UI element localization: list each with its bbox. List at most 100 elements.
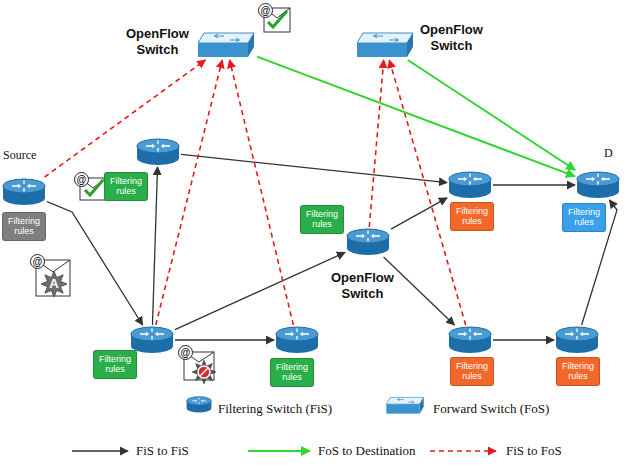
filtering-switch: Filtering rules xyxy=(448,171,492,199)
filtering-switch: Filtering rulesOpenFlow Switch xyxy=(346,228,390,256)
filtering-switch: Filtering rules xyxy=(130,326,174,354)
fis-to-fis-arrow xyxy=(384,257,455,325)
switch-arrows xyxy=(214,34,240,42)
router-arrows xyxy=(586,174,610,185)
prohibited-bar xyxy=(200,368,208,376)
legend-sample xyxy=(386,397,423,413)
attack-burst xyxy=(41,271,67,297)
router-arrows xyxy=(458,329,482,340)
legend-text: Filtering Switch (FiS) xyxy=(218,401,332,416)
switch-front xyxy=(357,43,407,57)
fos-to-destination-arrow xyxy=(408,60,575,170)
legend-text: FoS to Destination xyxy=(318,443,416,458)
router-icon xyxy=(448,171,492,199)
router-arrows xyxy=(356,231,380,242)
filter-rules-box: Filtering rules xyxy=(450,357,494,386)
router-arrows xyxy=(146,141,170,152)
router-top xyxy=(449,327,491,341)
switch-front xyxy=(198,43,248,57)
fis-to-fis-arrow xyxy=(493,339,554,340)
legend-text: FiS to FoS xyxy=(506,443,562,458)
switch-front xyxy=(386,404,419,414)
router-icon xyxy=(346,228,390,256)
router-top xyxy=(131,327,173,341)
email-at-sign: @ xyxy=(178,345,193,360)
router-icon xyxy=(555,326,599,354)
router-top xyxy=(556,327,598,341)
router-arrows xyxy=(285,329,309,340)
email-at-sign: @ xyxy=(30,254,45,269)
filter-rules-box: Filtering rules xyxy=(270,358,314,387)
fis-to-fos-arrow xyxy=(230,60,294,325)
filter-rules-box: Filtering rules xyxy=(556,357,600,386)
fis-to-fos-arrow xyxy=(45,60,206,177)
switch-side xyxy=(420,397,424,413)
fis-to-fos-arrow xyxy=(369,60,383,227)
legend-sample xyxy=(187,397,212,413)
legend-text: Forward Switch (FoS) xyxy=(433,401,549,416)
router-arrows xyxy=(12,181,36,192)
fis-to-fis-arrow xyxy=(391,198,447,229)
forward-switch: OpenFlow Switch xyxy=(196,31,256,59)
email-at-sign: @ xyxy=(74,172,89,187)
fis-to-fis-arrow xyxy=(493,184,575,185)
prohibited-sign xyxy=(198,366,210,378)
filter-rules-box: Filtering rules xyxy=(450,202,494,231)
router-arrows xyxy=(192,398,206,405)
switch-top xyxy=(386,397,423,404)
fis-to-fos-arrow xyxy=(156,60,222,325)
router-top xyxy=(3,179,45,193)
node-caption: D xyxy=(604,146,613,161)
router-icon xyxy=(576,171,620,199)
attack-burst xyxy=(192,360,215,383)
switch-label: OpenFlow Switch xyxy=(420,22,483,53)
router-top xyxy=(347,229,389,243)
fis-to-fis-arrow xyxy=(152,167,157,325)
router-top xyxy=(276,327,318,341)
router-icon xyxy=(2,178,46,206)
fis-to-fis-arrow xyxy=(175,252,345,329)
filtering-switch: Filtering rules xyxy=(136,138,180,166)
switch-icon xyxy=(196,31,256,59)
switch-top xyxy=(198,33,254,43)
filtering-switch: Filtering rules xyxy=(275,326,319,354)
switch-side xyxy=(248,33,254,57)
switch-arrows xyxy=(373,34,399,42)
switch-icon xyxy=(355,31,415,59)
fos-to-destination-arrow xyxy=(257,57,575,177)
forward-switch: OpenFlow Switch xyxy=(355,31,415,59)
switch-label: OpenFlow Switch xyxy=(126,26,189,57)
filtering-switch: Filtering rules xyxy=(555,326,599,354)
fis-to-fis-arrow xyxy=(181,154,447,182)
filter-rules-box: Filtering rules xyxy=(93,350,137,379)
legend-sample xyxy=(430,450,496,452)
filtering-switch: DFiltering rules xyxy=(576,171,620,199)
filtering-switch: SourceFiltering rules xyxy=(2,178,46,206)
switch-side xyxy=(407,33,413,57)
switch-arrows xyxy=(397,398,414,403)
router-arrows xyxy=(458,174,482,185)
legend-sample xyxy=(248,450,310,452)
fis-to-fis-arrow xyxy=(175,339,274,340)
node-caption: Source xyxy=(3,148,36,163)
email-at-sign: @ xyxy=(258,3,273,18)
legend-text: FiS to FiS xyxy=(136,443,189,458)
router-top xyxy=(449,172,491,186)
filter-rules-box: Filtering rules xyxy=(562,203,606,232)
filter-rules-box: Filtering rules xyxy=(104,172,148,201)
attack-letter: A xyxy=(48,276,60,292)
router-icon xyxy=(448,326,492,354)
switch-top xyxy=(357,33,413,43)
filter-rules-box: Filtering rules xyxy=(2,212,46,241)
router-icon xyxy=(130,326,174,354)
legend-sample xyxy=(72,450,128,451)
router-arrows xyxy=(140,329,164,340)
router-top xyxy=(187,397,212,406)
router-top xyxy=(137,139,179,153)
router-icon xyxy=(136,138,180,166)
router-arrows xyxy=(565,329,589,340)
filtering-switch: Filtering rules xyxy=(448,326,492,354)
filter-rules-box: Filtering rules xyxy=(300,205,344,234)
